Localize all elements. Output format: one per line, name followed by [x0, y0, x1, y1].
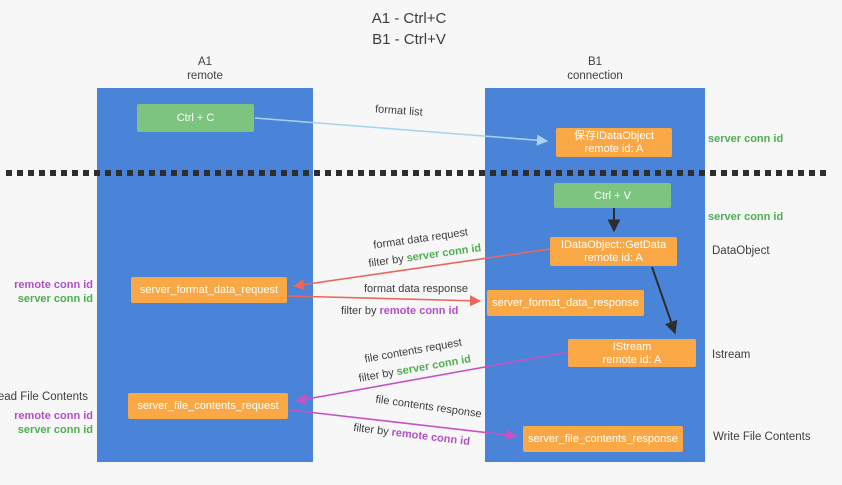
format-data-response-arrow: [287, 295, 482, 307]
left-remote-conn-id-label-mid: remote conn id: [14, 279, 93, 291]
save-dataobject-line1: 保存IDataObject: [573, 130, 655, 142]
format-list-label: format list: [374, 103, 424, 119]
file-contents-response-label: file contents response: [374, 393, 483, 421]
remote-conn-id-text: remote conn id: [379, 305, 459, 317]
diagram-title: A1 - Ctrl+C B1 - Ctrl+V: [0, 8, 818, 50]
read-file-contents-label: Read File Contents: [0, 391, 88, 403]
filter-by-text: filter by: [352, 421, 390, 439]
left-server-conn-id-label-mid: server conn id: [17, 293, 93, 305]
write-file-contents-label: Write File Contents: [713, 431, 811, 443]
dotted-separator: [6, 170, 826, 176]
remote-conn-id-text: remote conn id: [390, 426, 471, 449]
istream-side-label: Istream: [712, 349, 751, 361]
server-format-data-request-box: server_format_data_request: [131, 277, 287, 303]
istream-line1: IStream: [612, 341, 652, 353]
ctrl-c-box: Ctrl + C: [137, 104, 254, 132]
left-column-header: A1 remote: [97, 55, 313, 83]
filter-by-text: filter by: [341, 305, 377, 317]
ctrl-v-box: Ctrl + V: [554, 183, 671, 208]
getdata-line1: IDataObject::GetData: [560, 239, 667, 251]
istream-line2: remote id: A: [602, 354, 662, 366]
server-file-contents-request-box: server_file_contents_request: [128, 393, 288, 419]
title-line-2: B1 - Ctrl+V: [372, 31, 446, 48]
getdata-box: IDataObject::GetData remote id: A: [550, 237, 677, 266]
dataobject-label: DataObject: [712, 245, 770, 257]
format-data-response-label: format data response: [364, 283, 468, 295]
filter-by-text: filter by: [357, 366, 395, 385]
getdata-line2: remote id: A: [584, 252, 643, 264]
right-server-conn-id-label-mid: server conn id: [708, 211, 784, 223]
left-remote-conn-id-label-bottom: remote conn id: [14, 410, 93, 422]
filter-by-text: filter by: [367, 253, 405, 270]
istream-box: IStream remote id: A: [568, 339, 696, 367]
server-format-data-response-box: server_format_data_response: [487, 290, 644, 316]
left-column-name: A1: [197, 56, 213, 68]
save-dataobject-line2: remote id: A: [584, 143, 644, 155]
left-column-role: remote: [187, 70, 223, 82]
title-line-1: A1 - Ctrl+C: [371, 10, 447, 27]
left-server-conn-id-label-bottom: server conn id: [17, 424, 93, 436]
right-server-conn-id-label-top: server conn id: [708, 133, 784, 145]
right-column-role: connection: [567, 70, 623, 82]
right-column-name: B1: [587, 56, 603, 68]
save-dataobject-box: 保存IDataObject remote id: A: [556, 128, 672, 157]
right-column-header: B1 connection: [485, 55, 705, 83]
server-file-contents-response-box: server_file_contents_response: [523, 426, 683, 452]
